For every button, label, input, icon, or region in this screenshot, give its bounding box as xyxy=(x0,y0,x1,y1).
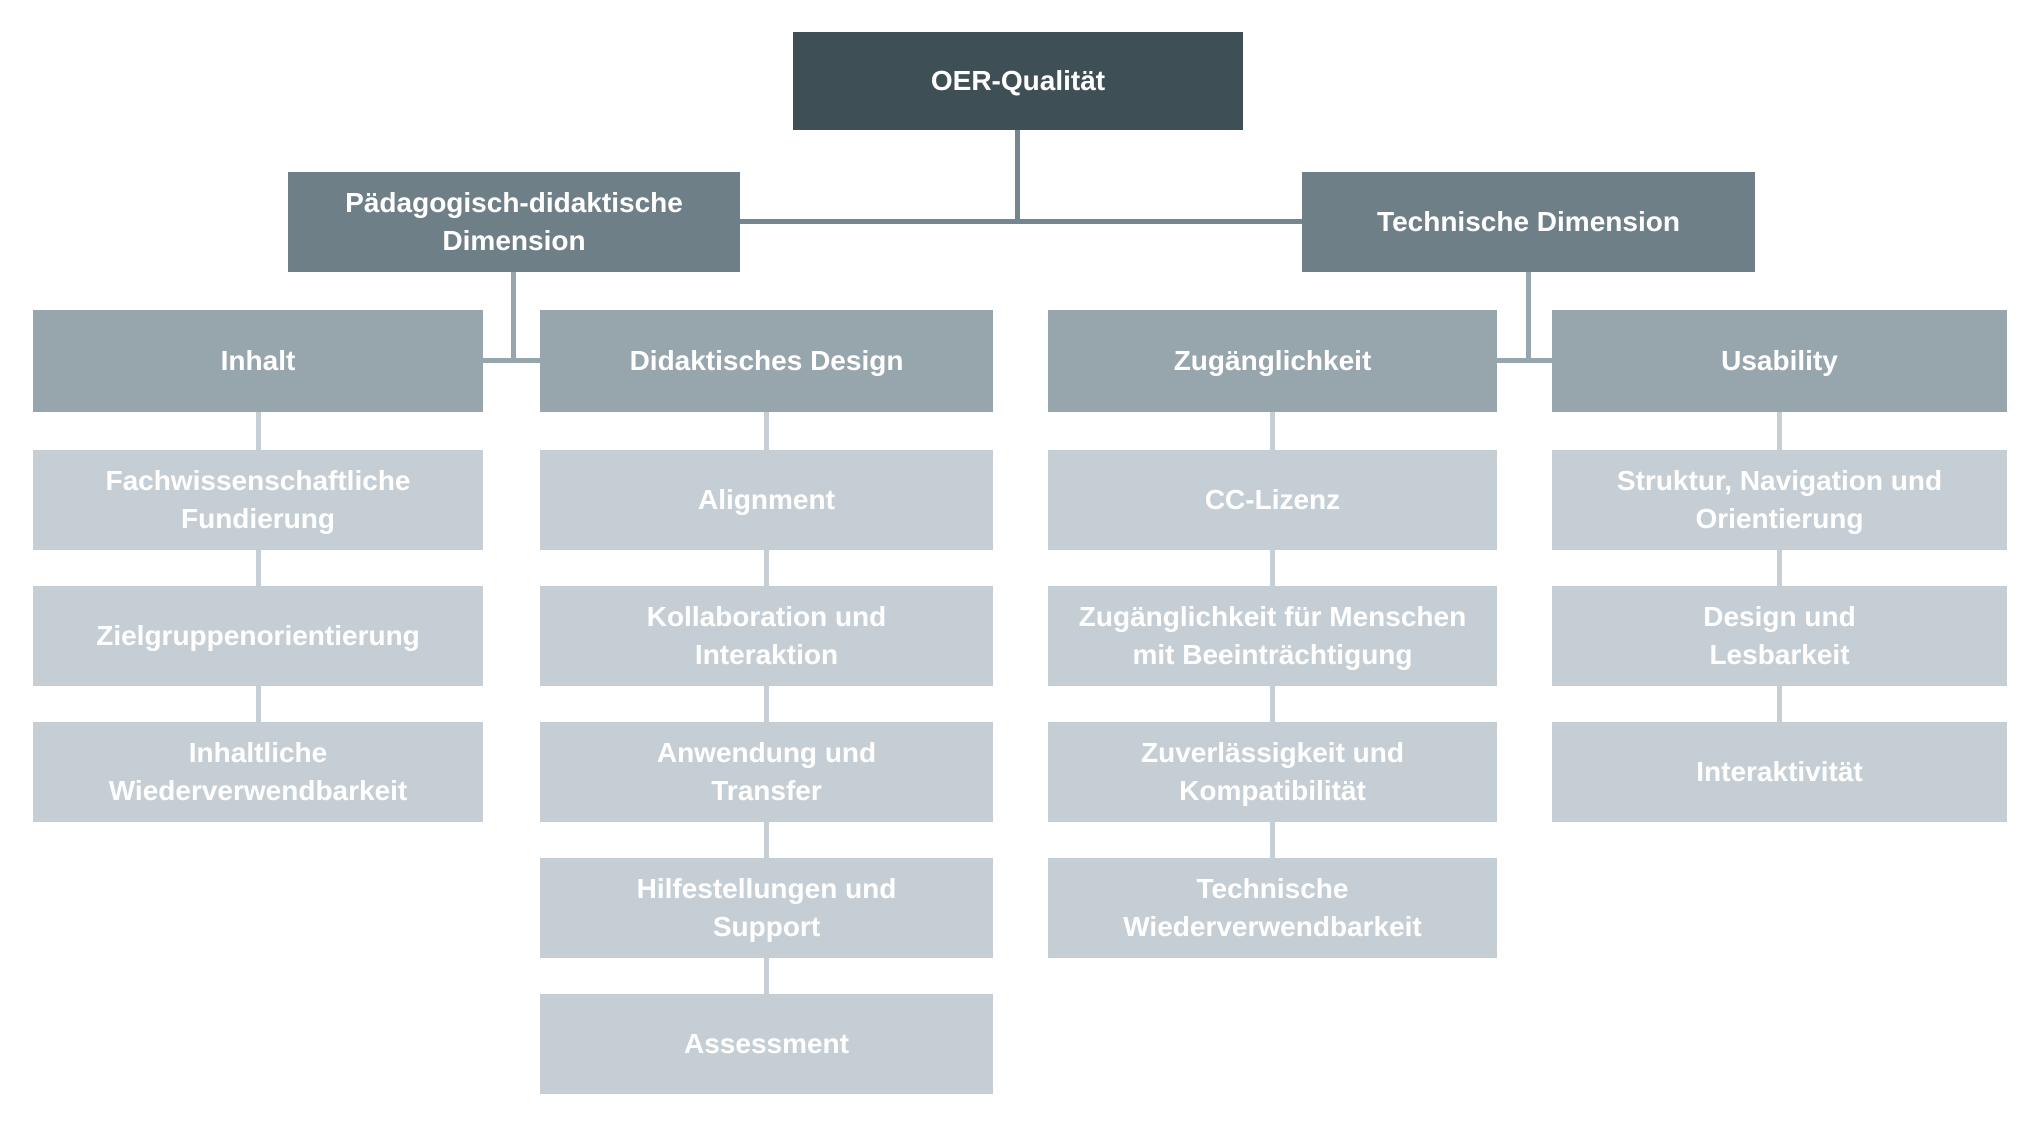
connector-col3-seg3 xyxy=(1270,686,1275,722)
connector-dim2-horizontal xyxy=(1497,358,1552,363)
box-design-und-lesbarkeit: Design und Lesbarkeit xyxy=(1552,586,2007,686)
box-cc-lizenz: CC-Lizenz xyxy=(1048,450,1497,550)
dimension-box-technische: Technische Dimension xyxy=(1302,172,1755,272)
column-header-usability: Usability xyxy=(1552,310,2007,412)
connector-col2-seg3 xyxy=(764,686,769,722)
connector-col2-seg2 xyxy=(764,550,769,586)
box-zugaenglichkeit-fuer-menschen: Zugänglichkeit für Menschen mit Beeinträ… xyxy=(1048,586,1497,686)
connector-col3-seg4 xyxy=(1270,822,1275,858)
connector-col1-seg2 xyxy=(256,550,261,586)
dimension-box-paedagogisch-didaktische: Pädagogisch-didaktische Dimension xyxy=(288,172,740,272)
box-hilfestellungen-und-support: Hilfestellungen und Support xyxy=(540,858,993,958)
connector-dim1-horizontal xyxy=(483,358,540,363)
column-header-didaktisches-design: Didaktisches Design xyxy=(540,310,993,412)
column-header-zugaenglichkeit: Zugänglichkeit xyxy=(1048,310,1497,412)
box-kollaboration-und-interaktion: Kollaboration und Interaktion xyxy=(540,586,993,686)
connector-dim2-vertical xyxy=(1526,272,1531,363)
connector-col4-seg1 xyxy=(1777,412,1782,450)
connector-col3-seg1 xyxy=(1270,412,1275,450)
connector-dimensions-horizontal xyxy=(740,219,1302,224)
connector-col1-seg1 xyxy=(256,412,261,450)
box-fachwissenschaftliche-fundierung: Fachwissenschaftliche Fundierung xyxy=(33,450,483,550)
connector-col4-seg2 xyxy=(1777,550,1782,586)
box-inhaltliche-wiederverwendbarkeit: Inhaltliche Wiederverwendbarkeit xyxy=(33,722,483,822)
connector-dim1-vertical xyxy=(511,272,516,363)
box-assessment: Assessment xyxy=(540,994,993,1094)
box-interaktivitaet: Interaktivität xyxy=(1552,722,2007,822)
box-zielgruppenorientierung: Zielgruppenorientierung xyxy=(33,586,483,686)
connector-col2-seg4 xyxy=(764,822,769,858)
box-struktur-navigation-orientierung: Struktur, Navigation und Orientierung xyxy=(1552,450,2007,550)
box-alignment: Alignment xyxy=(540,450,993,550)
box-zuverlaessigkeit-und-kompatibilitaet: Zuverlässigkeit und Kompatibilität xyxy=(1048,722,1497,822)
connector-col2-seg1 xyxy=(764,412,769,450)
connector-col2-seg5 xyxy=(764,958,769,994)
connector-col4-seg3 xyxy=(1777,686,1782,722)
column-header-inhalt: Inhalt xyxy=(33,310,483,412)
box-anwendung-und-transfer: Anwendung und Transfer xyxy=(540,722,993,822)
box-technische-wiederverwendbarkeit: Technische Wiederverwendbarkeit xyxy=(1048,858,1497,958)
connector-col1-seg3 xyxy=(256,686,261,722)
connector-col3-seg2 xyxy=(1270,550,1275,586)
connector-root-vertical xyxy=(1015,130,1020,222)
root-box-oer-qualitaet: OER-Qualität xyxy=(793,32,1243,130)
